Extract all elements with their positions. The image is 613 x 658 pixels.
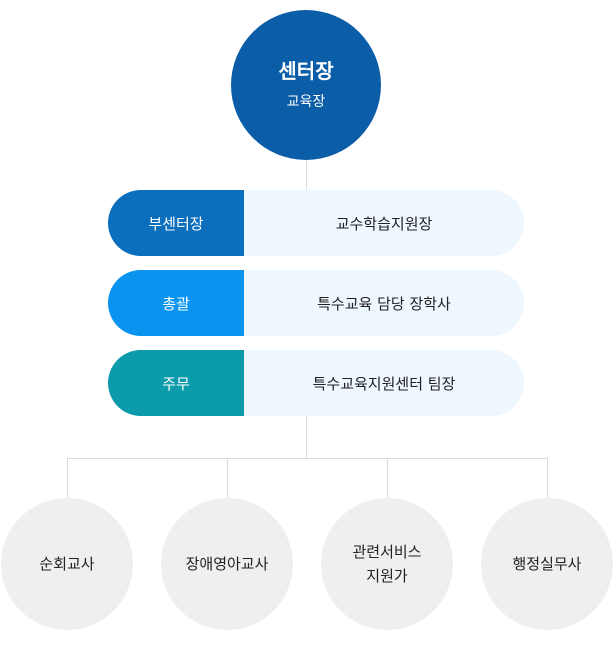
staff-label-line1: 행정실무사 [512, 555, 582, 573]
staff-node-administrative: 행정실무사 [481, 498, 613, 630]
staff-label-line1: 순회교사 [39, 555, 95, 573]
connector-drop-1 [67, 458, 68, 498]
staff-label-line2: 지원가 [366, 567, 408, 585]
role-value: 특수교육지원센터 팀장 [244, 350, 524, 416]
connector-horizontal [67, 458, 548, 459]
connector-drop-4 [547, 458, 548, 498]
role-value: 특수교육 담당 장학사 [244, 270, 524, 336]
director-subtitle: 교육장 [286, 94, 326, 110]
staff-label-line1: 관련서비스 [352, 543, 422, 561]
staff-node-itinerant-teacher: 순회교사 [1, 498, 133, 630]
role-label: 총괄 [108, 270, 244, 336]
staff-node-infant-teacher: 장애영아교사 [161, 498, 293, 630]
director-title: 센터장 [278, 59, 334, 83]
role-label: 주무 [108, 350, 244, 416]
connector-mid [306, 410, 307, 458]
role-label: 부센터장 [108, 190, 244, 256]
role-row-vice-director: 부센터장 교수학습지원장 [108, 190, 524, 256]
connector-top [306, 160, 307, 190]
staff-node-related-services: 관련서비스 지원가 [321, 498, 453, 630]
role-row-general-manager: 총괄 특수교육 담당 장학사 [108, 270, 524, 336]
director-node: 센터장 교육장 [231, 10, 381, 160]
connector-drop-2 [227, 458, 228, 498]
role-value: 교수학습지원장 [244, 190, 524, 256]
connector-drop-3 [387, 458, 388, 498]
staff-label-line1: 장애영아교사 [185, 555, 269, 573]
role-row-chief-officer: 주무 특수교육지원센터 팀장 [108, 350, 524, 416]
